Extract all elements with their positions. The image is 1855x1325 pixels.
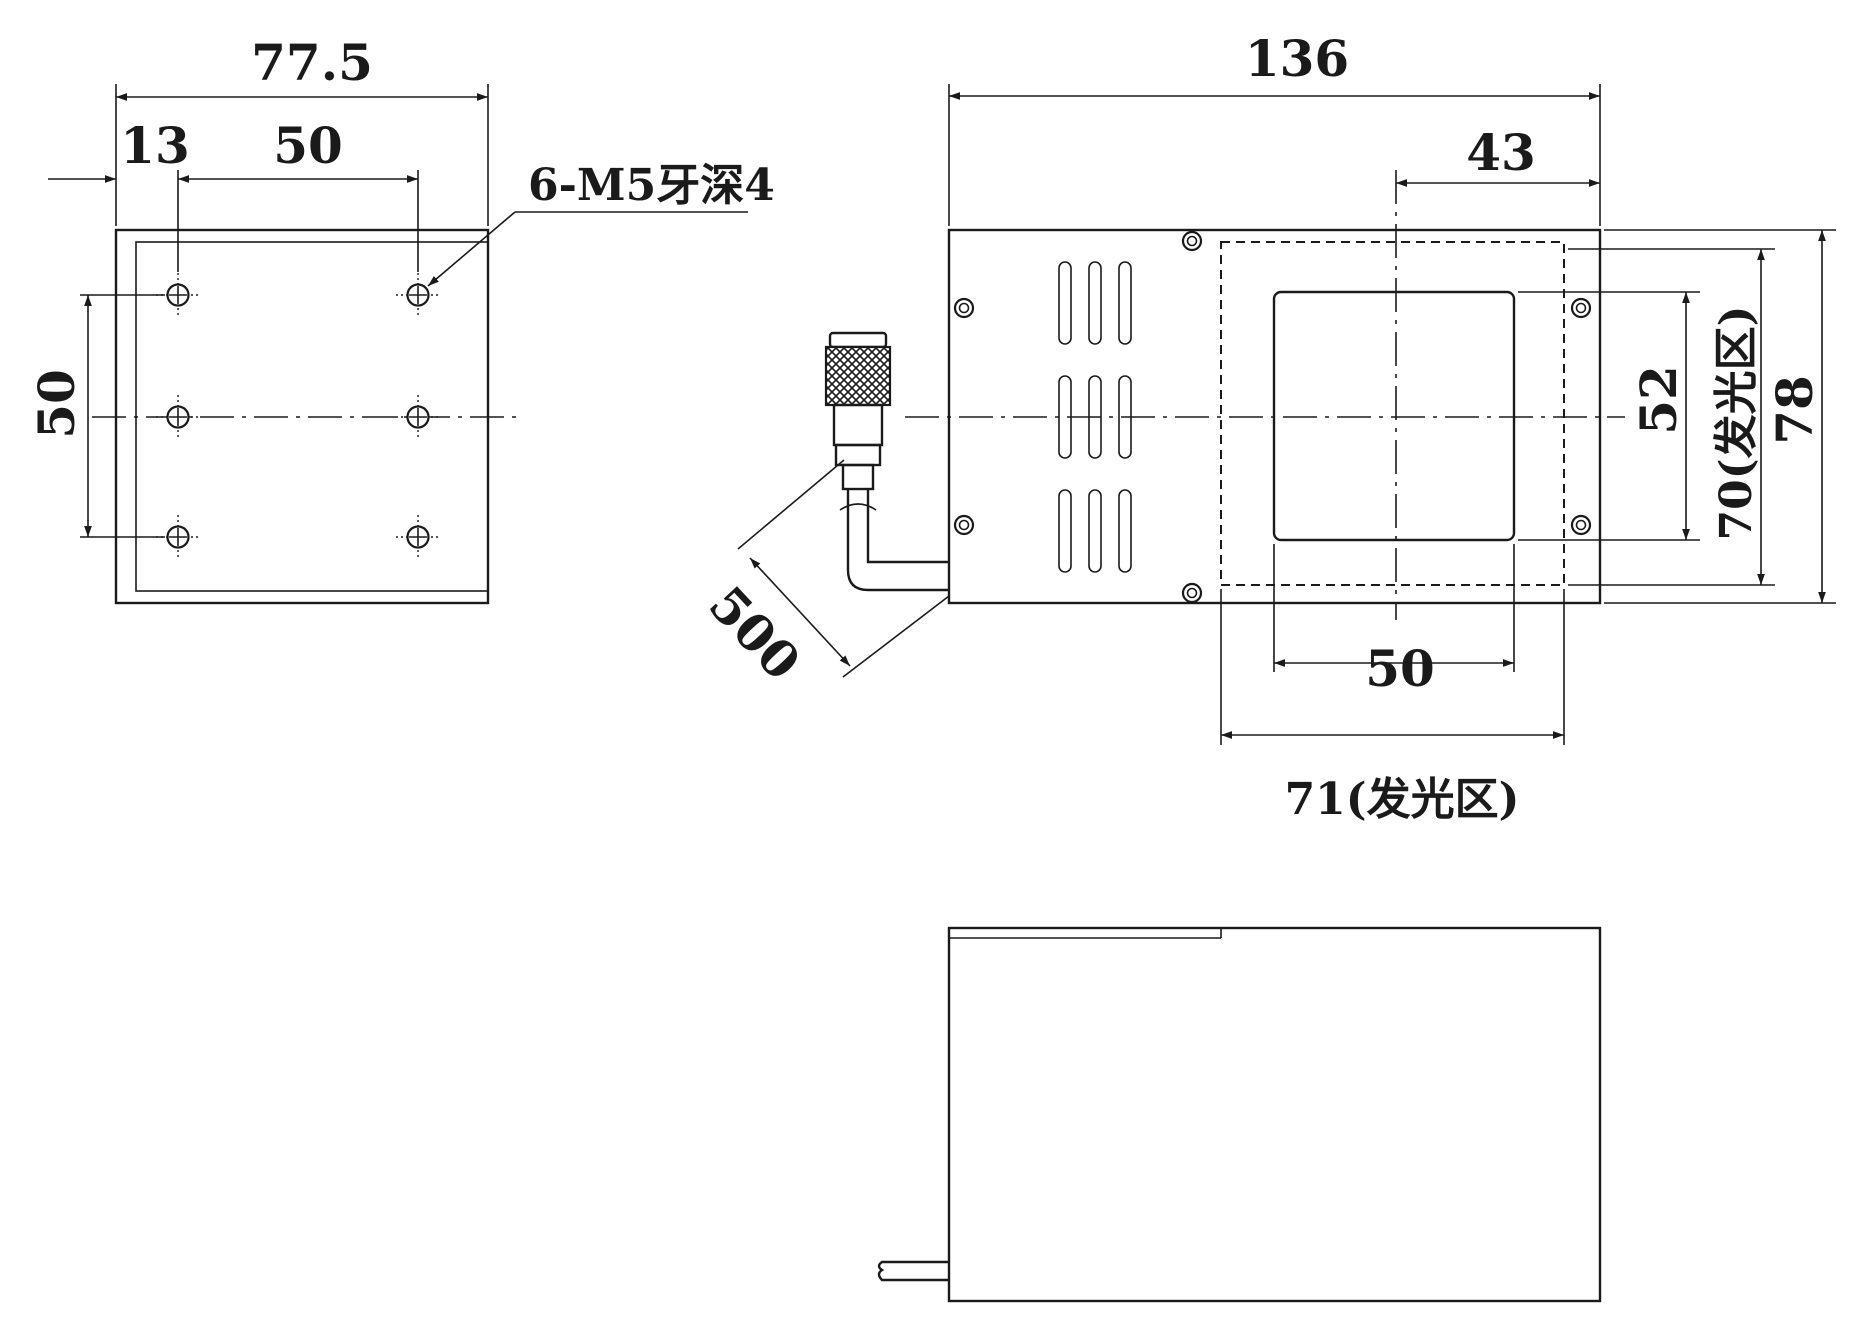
dim-overall-width: 77.5 <box>251 33 373 92</box>
screw-icon <box>1181 582 1203 604</box>
dim-emitting-height: 70(发光区) <box>1711 306 1762 541</box>
screw-icon <box>1181 230 1203 252</box>
thread-hole <box>394 513 442 561</box>
thread-hole <box>394 271 442 319</box>
side-view <box>877 926 1602 1303</box>
emitting-area-outline <box>1220 241 1565 586</box>
window-opening <box>1272 290 1516 542</box>
cable-length-dimension: 500 <box>698 459 950 692</box>
dim-cable-length: 500 <box>698 575 812 692</box>
screw-icon <box>1570 297 1592 319</box>
dim-window-offset: 43 <box>1466 123 1536 182</box>
screw-icon <box>1570 514 1592 536</box>
dim-hole-pitch-y: 50 <box>27 369 86 439</box>
connector-knurl <box>824 345 892 407</box>
dim-overall-height: 78 <box>1765 375 1824 445</box>
thread-holes <box>154 271 442 561</box>
dim-emitting-width: 71(发光区) <box>1285 774 1520 825</box>
front-view: 500 136 43 50 71(发光区) 52 70(发光区) <box>698 29 1836 825</box>
cable-connector <box>824 331 949 592</box>
dim-window-width: 50 <box>1365 639 1435 698</box>
thread-note: 6-M5牙深4 <box>528 160 775 211</box>
screw-icon <box>953 514 975 536</box>
dim-hole-pitch-x: 50 <box>273 116 343 175</box>
side-view-cable <box>877 1260 949 1282</box>
side-view-body <box>947 926 1602 1303</box>
dim-overall-length: 136 <box>1245 29 1349 88</box>
end-view: 77.5 13 50 50 6-M5牙深4 <box>27 33 775 605</box>
dim-edge-offset: 13 <box>120 116 190 175</box>
vent-slots <box>1058 261 1132 573</box>
dim-window-height: 52 <box>1629 365 1688 435</box>
thread-hole <box>154 393 202 441</box>
screw-icon <box>953 297 975 319</box>
